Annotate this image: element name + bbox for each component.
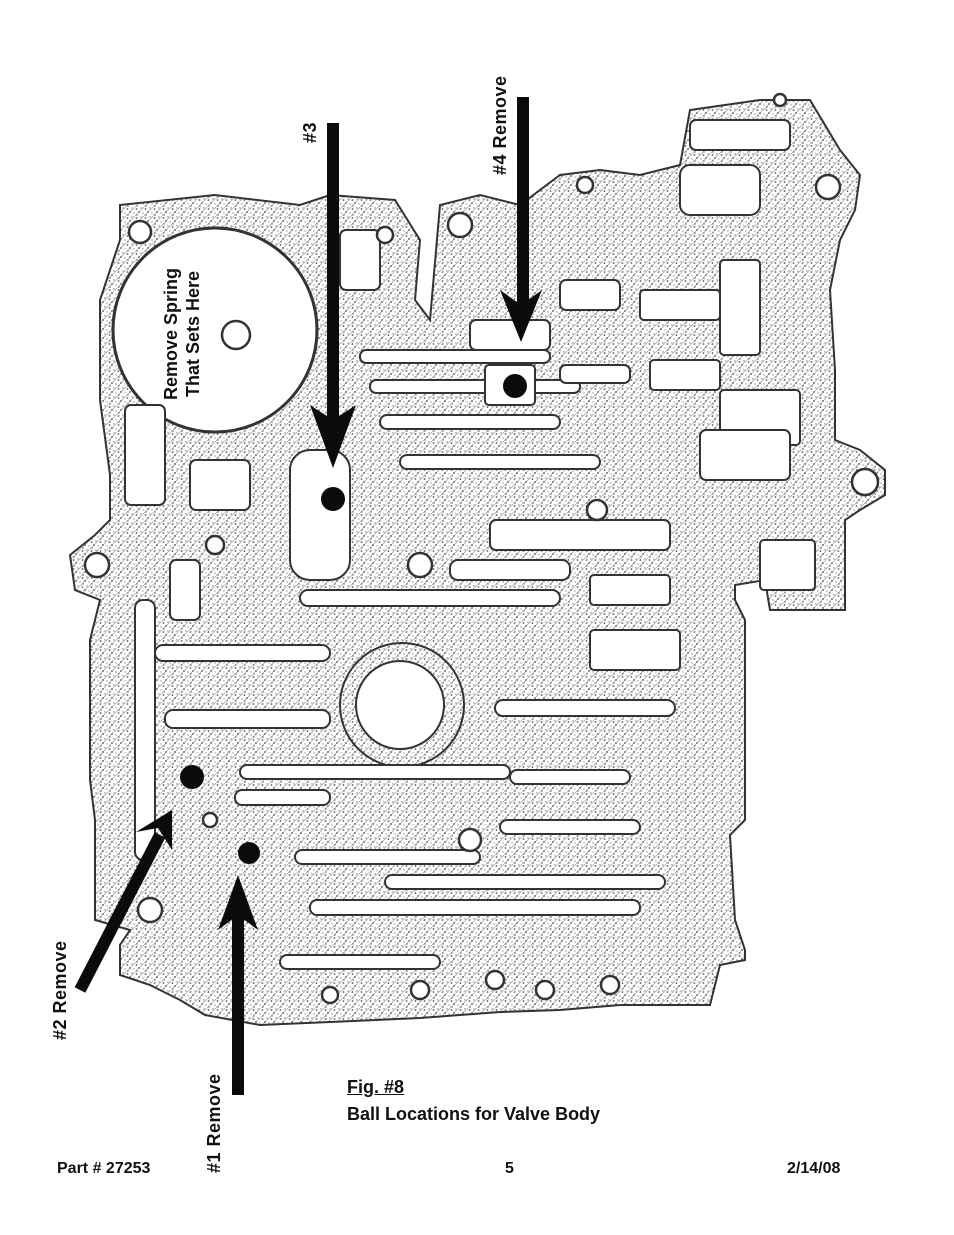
label-spring-line1: Remove Spring xyxy=(161,267,181,400)
footer-date: 2/14/08 xyxy=(787,1160,841,1177)
arrows xyxy=(74,97,542,1095)
ball-2 xyxy=(180,765,204,789)
fluid-passages xyxy=(124,119,816,970)
bolt-holes xyxy=(83,92,880,1005)
ball-4 xyxy=(503,374,527,398)
label-spring: Remove Spring That Sets Here xyxy=(160,268,204,400)
label-ball-3: #3 xyxy=(300,121,320,143)
ball-1 xyxy=(238,842,260,864)
check-balls xyxy=(180,374,527,864)
ball-3 xyxy=(321,487,345,511)
arrow-ball-4 xyxy=(500,97,542,342)
figure-title: Ball Locations for Valve Body xyxy=(347,1104,601,1124)
spring-bore xyxy=(111,226,319,434)
label-spring-line2: That Sets Here xyxy=(183,270,203,398)
center-bore xyxy=(339,642,465,768)
footer-part-number: Part # 27253 xyxy=(57,1160,151,1177)
arrow-ball-1 xyxy=(218,875,258,1095)
label-remove-1: #1 Remove xyxy=(204,1073,224,1173)
arrow-ball-3 xyxy=(310,123,356,468)
label-remove-2: #2 Remove xyxy=(50,940,70,1040)
footer-page-number: 5 xyxy=(505,1160,514,1177)
figure-number: Fig. #8 xyxy=(347,1077,405,1097)
figure-caption: Fig. #8 Ball Locations for Valve Body xyxy=(347,1074,600,1128)
label-remove-4: #4 Remove xyxy=(490,75,510,175)
arrow-ball-2 xyxy=(74,810,172,993)
